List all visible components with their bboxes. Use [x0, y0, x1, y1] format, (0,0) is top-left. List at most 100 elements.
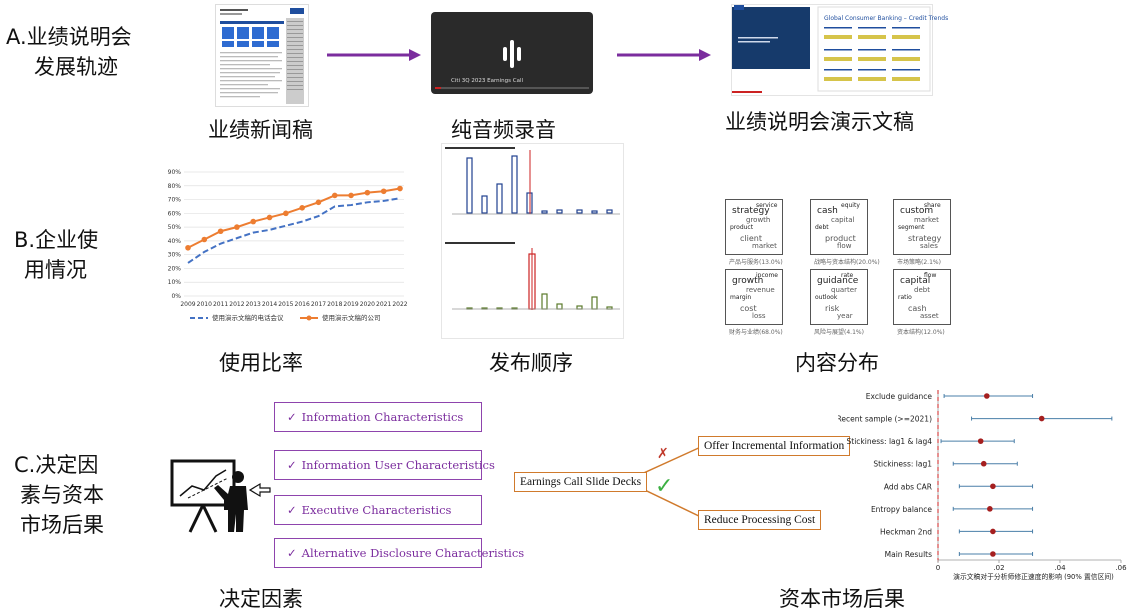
determinant-label: Alternative Disclosure Characteristics — [301, 546, 525, 560]
word-cloud-word: growth — [732, 276, 764, 286]
series-line — [187, 197, 401, 264]
series-point — [299, 205, 305, 211]
x-tick-label: 2011 — [213, 301, 228, 308]
audio-player-thumbnail: Citi 3Q 2023 Earnings Call — [431, 12, 593, 94]
press-release-graphic — [220, 8, 304, 104]
y-tick-label: 30% — [168, 252, 182, 259]
series-point — [250, 218, 257, 225]
slides-thumbnail: Global Consumer Banking – Credit Trends — [731, 4, 948, 96]
check-mark-icon: ✓ — [655, 474, 674, 499]
word-cloud-word: rate — [841, 272, 854, 279]
y-tick-label: 0% — [171, 293, 181, 300]
y-tick-label: 20% — [168, 265, 182, 272]
x-tick-label: 2012 — [229, 301, 244, 308]
coef-point — [987, 506, 993, 512]
word-cloud-word: client — [740, 234, 762, 243]
caption-consequences: 资本市场后果 — [779, 587, 905, 611]
word-cloud-caption: 产品与服务(13.0%) — [729, 259, 783, 266]
section-a-line1: A.业绩说明会 — [6, 25, 132, 49]
checkmark-icon: ✓ — [287, 546, 297, 560]
word-cloud-word: ratio — [898, 294, 912, 301]
caption-slides: 业绩说明会演示文稿 — [725, 110, 914, 134]
press-release-thumbnail — [215, 4, 309, 107]
x-tick-label: .06 — [1115, 564, 1127, 572]
word-cloud-word: strategy — [732, 206, 770, 216]
coef-label: Exclude guidance — [866, 392, 933, 401]
determinant-box: ✓ Alternative Disclosure Characteristics — [274, 538, 524, 568]
legend-label: 使用演示文稿的公司 — [322, 313, 381, 322]
word-cloud-word: flow — [837, 242, 852, 250]
coef-point — [990, 551, 996, 557]
word-cloud-word: flow — [924, 272, 937, 279]
y-tick-label: 70% — [168, 197, 182, 204]
determinant-box: ✓Executive Characteristics — [274, 495, 482, 525]
slide-title: Global Consumer Banking – Credit Trends — [824, 15, 949, 22]
video-title: Citi 3Q 2023 Earnings Call — [451, 78, 524, 84]
word-cloud-word: margin — [730, 294, 752, 301]
legend-marker — [306, 315, 312, 321]
determinant-box: ✓Information User Characteristics — [274, 450, 495, 480]
x-tick-label: .02 — [993, 564, 1004, 572]
section-b-line2: 用情况 — [24, 258, 87, 282]
coef-point — [990, 528, 996, 535]
series-point — [201, 236, 208, 243]
word-cloud-word: market — [752, 242, 777, 250]
series-point — [380, 188, 387, 195]
word-cloud-word: capital — [831, 216, 855, 224]
word-cloud-word: custom — [900, 206, 934, 216]
series-point — [364, 189, 371, 196]
series-line — [187, 187, 401, 249]
x-tick-label: 2014 — [262, 301, 277, 308]
section-c-label: C.决定因 素与资本 市场后果 — [14, 450, 104, 540]
y-tick-label: 60% — [168, 210, 182, 217]
release-order-thumbnail — [441, 143, 624, 339]
x-tick-label: 2018 — [327, 301, 342, 308]
word-cloud-word: quarter — [831, 286, 857, 294]
x-tick-label: 2020 — [360, 301, 375, 308]
word-cloud-word: cash — [817, 206, 838, 216]
branch-bottom-box: Reduce Processing Cost — [698, 510, 822, 530]
arrow-audio-to-slides — [617, 49, 711, 61]
section-c-line1: C.决定因 — [14, 453, 99, 477]
x-tick-label: 0 — [936, 564, 940, 572]
word-cloud-word: segment — [898, 224, 925, 231]
audio-waveform-icon — [435, 40, 589, 89]
word-cloud-word: cash — [908, 304, 927, 313]
word-cloud-word: income — [756, 272, 778, 279]
word-cloud-word: market — [914, 216, 939, 224]
word-cloud-word: debt — [815, 224, 829, 231]
checkmark-icon: ✓ — [287, 410, 297, 424]
word-cloud-word: cost — [740, 304, 757, 313]
section-a-line2: 发展轨迹 — [34, 55, 118, 79]
word-cloud-word: loss — [752, 312, 766, 320]
word-cloud-word: product — [825, 234, 856, 243]
word-cloud-word: year — [837, 312, 853, 320]
series-point — [185, 244, 191, 251]
word-cloud-caption: 财务与业绩(68.0%) — [729, 329, 783, 336]
coef-label: Entropy balance — [871, 505, 932, 514]
series-point — [283, 210, 289, 217]
coef-point — [977, 438, 984, 444]
word-cloud-word: outlook — [815, 294, 838, 301]
source-box: Earnings Call Slide Decks — [514, 472, 648, 492]
series-point — [397, 185, 403, 192]
word-cloud-word: strategy — [908, 234, 942, 243]
x-axis-label: 演示文稿对于分析师修正速度的影响 (90% 置信区间) — [953, 572, 1114, 581]
series-point — [217, 228, 224, 235]
legend-label: 使用演示文稿的电话会议 — [212, 313, 284, 322]
caption-determinants: 决定因素 — [219, 587, 303, 611]
series-point — [348, 192, 354, 199]
coef-point — [984, 393, 990, 399]
arrow-press-to-audio — [327, 49, 421, 61]
section-b-label: B.企业使 用情况 — [14, 225, 98, 285]
coef-label: Main Results — [885, 550, 932, 559]
x-tick-label: 2021 — [376, 301, 391, 308]
word-cloud-caption: 市场策略(2.1%) — [897, 259, 941, 266]
word-cloud-word: debt — [914, 286, 930, 294]
caption-usage-rate: 使用比率 — [219, 351, 303, 375]
